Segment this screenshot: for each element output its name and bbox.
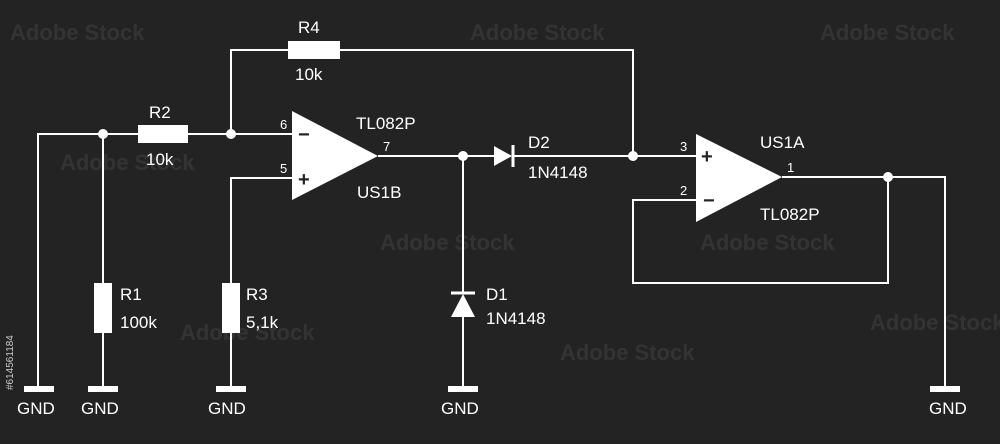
- diode-part: 1N4148: [528, 163, 588, 182]
- stock-id: #614561184: [5, 335, 16, 390]
- ground-5: GND: [929, 386, 967, 418]
- resistor-r3: R3 5,1k: [222, 283, 279, 333]
- junction-dot: [458, 151, 468, 161]
- resistor-label: R3: [246, 285, 268, 304]
- diode-d2: D2 1N4148: [494, 133, 588, 182]
- watermark-text: Adobe Stock: [380, 230, 515, 255]
- opamp-part: TL082P: [760, 205, 820, 224]
- ground-symbol: [216, 386, 246, 392]
- opamp-triangle: [696, 134, 782, 222]
- pin-number: 2: [680, 183, 687, 198]
- ground-1: GND: [17, 386, 55, 418]
- diode-triangle: [451, 294, 475, 317]
- ground-label: GND: [81, 399, 119, 418]
- resistor-body: [222, 283, 240, 333]
- diode-triangle: [494, 146, 512, 166]
- pin-number: 3: [680, 139, 687, 154]
- resistor-value: 5,1k: [246, 313, 279, 332]
- inverting-sign: −: [298, 124, 310, 146]
- watermark-text: Adobe Stock: [180, 320, 315, 345]
- diode-label: D2: [528, 133, 550, 152]
- ground-label: GND: [208, 399, 246, 418]
- pin-number: 6: [280, 117, 287, 132]
- pin-number: 5: [280, 161, 287, 176]
- watermark: Adobe Stock Adobe Stock Adobe Stock Adob…: [5, 20, 1000, 390]
- noninverting-sign: +: [298, 169, 310, 191]
- opamp-part: TL082P: [356, 114, 416, 133]
- ground-label: GND: [441, 399, 479, 418]
- wire: [230, 49, 288, 134]
- resistor-r1: R1 100k: [94, 283, 157, 333]
- wire: [230, 177, 292, 283]
- pin-number: 7: [383, 139, 390, 154]
- ground-symbol: [88, 386, 118, 392]
- resistor-r2: R2 10k: [138, 103, 188, 169]
- ground-label: GND: [929, 399, 967, 418]
- ground-symbol: [448, 386, 478, 392]
- watermark-text: Adobe Stock: [10, 20, 145, 45]
- ground-label: GND: [17, 399, 55, 418]
- junctions: [98, 129, 893, 182]
- ground-4: GND: [441, 386, 479, 418]
- watermark-text: Adobe Stock: [60, 150, 195, 175]
- opamp-name: US1A: [760, 133, 805, 152]
- ground-symbol: [24, 386, 54, 392]
- pin-number: 1: [787, 160, 794, 175]
- watermark-text: Adobe Stock: [560, 340, 695, 365]
- resistor-value: 100k: [120, 313, 157, 332]
- diode-d1: D1 1N4148: [451, 285, 546, 328]
- watermark-text: Adobe Stock: [470, 20, 605, 45]
- ground-symbol: [930, 386, 960, 392]
- opamp-us1b: − + 6 5 7 TL082P US1B: [280, 111, 416, 202]
- junction-dot: [883, 172, 893, 182]
- resistor-body: [94, 283, 112, 333]
- watermark-text: Adobe Stock: [820, 20, 955, 45]
- diode-label: D1: [486, 285, 508, 304]
- junction-dot: [628, 151, 638, 161]
- resistor-value: 10k: [146, 150, 174, 169]
- resistor-label: R4: [298, 18, 320, 37]
- resistor-r4: R4 10k: [288, 18, 340, 84]
- wire: [632, 177, 889, 284]
- resistor-value: 10k: [295, 65, 323, 84]
- wires: [37, 49, 946, 386]
- resistor-label: R1: [120, 285, 142, 304]
- diode-part: 1N4148: [486, 309, 546, 328]
- opamp-us1a: + − 3 2 1 US1A TL082P: [680, 133, 820, 224]
- ground-3: GND: [208, 386, 246, 418]
- watermark-text: Adobe Stock: [700, 230, 835, 255]
- ground-2: GND: [81, 386, 119, 418]
- noninverting-sign: +: [701, 146, 713, 168]
- resistor-body: [288, 41, 340, 59]
- junction-dot: [226, 129, 236, 139]
- watermark-text: Adobe Stock: [870, 310, 1000, 335]
- wire: [782, 176, 946, 386]
- resistor-label: R2: [149, 103, 171, 122]
- resistor-body: [138, 125, 188, 143]
- junction-dot: [98, 129, 108, 139]
- wire: [340, 49, 634, 156]
- inverting-sign: −: [703, 190, 715, 212]
- opamp-name: US1B: [357, 183, 401, 202]
- opamp-triangle: [292, 111, 378, 200]
